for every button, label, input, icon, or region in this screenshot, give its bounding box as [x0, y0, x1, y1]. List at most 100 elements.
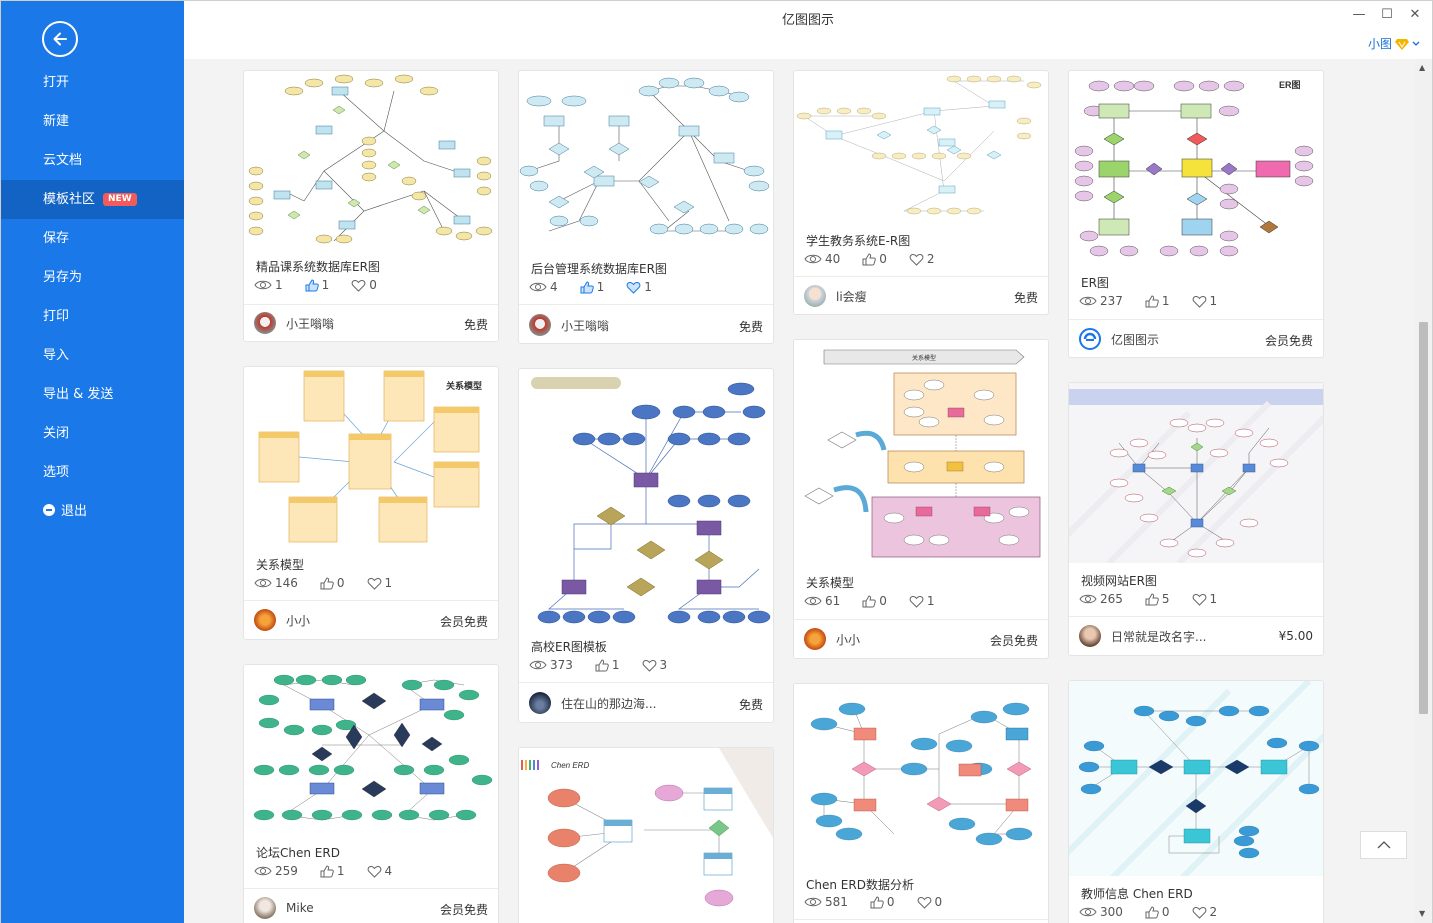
template-stats: 259 1 4: [254, 864, 414, 878]
template-card[interactable]: Chen ERD数据分析 581 0 0: [793, 683, 1049, 923]
like-count: 1: [611, 658, 620, 672]
author[interactable]: 住在山的那边海...: [529, 692, 656, 714]
arrow-left-icon: [53, 32, 67, 46]
card-divider: [244, 888, 498, 889]
template-card[interactable]: 后台管理系统数据库ER图 4 1 1 小王嗡嗡 免费: [518, 70, 774, 344]
template-card[interactable]: 视频网站ER图 265 5 1 日常就是改名字... ¥5.00: [1068, 382, 1324, 656]
sidebar-item-open[interactable]: 打开: [1, 63, 184, 102]
template-thumbnail: ER图: [1069, 71, 1323, 266]
maximize-button[interactable]: ☐: [1381, 7, 1393, 22]
thumbs-up-icon: [862, 252, 877, 265]
fav-count: 0: [934, 895, 943, 909]
eye-icon: [804, 596, 822, 606]
template-thumbnail: Chen ERD: [519, 748, 773, 923]
sidebar-item-new[interactable]: 新建: [1, 102, 184, 141]
chevron-up-icon: [1377, 841, 1390, 849]
thumbs-up-icon: [862, 594, 877, 607]
view-count: 259: [275, 864, 298, 878]
back-to-top-button[interactable]: [1360, 831, 1407, 859]
avatar: [254, 609, 276, 631]
thumbs-up-icon: [305, 278, 319, 291]
author[interactable]: Mike: [254, 897, 314, 919]
template-card[interactable]: 学生教务系统E-R图 40 0 2 li会瘦 免费: [793, 70, 1049, 315]
template-card[interactable]: 关系模型 关系模型 61 0 1: [793, 339, 1049, 659]
back-button[interactable]: [42, 21, 78, 57]
author[interactable]: 小王嗡嗡: [254, 312, 334, 334]
sidebar-item-cloud-docs[interactable]: 云文档: [1, 141, 184, 180]
view-count: 1: [275, 278, 283, 292]
author-name: Mike: [286, 901, 314, 915]
template-title: 后台管理系统数据库ER图: [531, 262, 667, 276]
price-label: 免费: [738, 320, 763, 334]
sidebar-item-label: 另存为: [43, 270, 83, 285]
view-count: 4: [550, 280, 558, 294]
sidebar-item-export-send[interactable]: 导出 & 发送: [1, 375, 184, 414]
view-count: 581: [825, 895, 848, 909]
user-menu[interactable]: 小图: [1368, 35, 1420, 52]
minimize-button[interactable]: —: [1352, 7, 1366, 22]
price-label: 会员免费: [1264, 334, 1313, 348]
template-stats: 373 1 3: [529, 658, 689, 672]
author[interactable]: 亿图图示: [1079, 328, 1159, 350]
author[interactable]: 小小: [254, 609, 310, 631]
template-title: 关系模型: [256, 558, 305, 572]
author[interactable]: li会瘦: [804, 285, 867, 307]
card-divider: [519, 682, 773, 683]
like-count: 0: [886, 895, 895, 909]
author[interactable]: 小小: [804, 628, 860, 650]
template-thumbnail: [244, 71, 498, 251]
fav-count: 0: [369, 278, 377, 292]
heart-icon: [1192, 593, 1206, 606]
sidebar-item-label: 关闭: [43, 426, 70, 441]
author-name: 日常就是改名字...: [1111, 629, 1207, 644]
fav-count: 3: [659, 658, 668, 672]
close-button[interactable]: ✕: [1409, 7, 1421, 22]
thumb-relation-label: 关系模型: [912, 354, 936, 362]
avatar: [804, 285, 826, 307]
eye-icon: [1079, 594, 1097, 604]
sidebar-item-save-as[interactable]: 另存为: [1, 258, 184, 297]
eye-icon: [1079, 907, 1097, 917]
template-thumbnail: [1069, 383, 1323, 563]
sidebar-item-options[interactable]: 选项: [1, 453, 184, 492]
heart-icon: [1192, 295, 1206, 308]
author[interactable]: 小王嗡嗡: [529, 314, 609, 336]
sidebar-item-label: 退出: [61, 504, 88, 519]
eye-icon: [804, 897, 822, 907]
card-divider: [794, 619, 1048, 620]
thumb-er-label: ER图: [1279, 80, 1301, 90]
sidebar-item-save[interactable]: 保存: [1, 219, 184, 258]
vertical-scrollbar[interactable]: ▲ ▼: [1415, 59, 1432, 923]
scroll-up-arrow-icon[interactable]: ▲: [1419, 63, 1426, 72]
thumbs-up-icon: [320, 576, 334, 589]
sidebar-item-import[interactable]: 导入: [1, 336, 184, 375]
template-card[interactable]: 教师信息 Chen ERD 300 0 2: [1068, 680, 1324, 923]
template-card[interactable]: 关系模型 关系模型 146 0 1 小小 会员免费: [243, 366, 499, 640]
like-count: 5: [1161, 592, 1170, 606]
scroll-down-arrow-icon[interactable]: ▼: [1419, 909, 1426, 918]
sidebar-item-close[interactable]: 关闭: [1, 414, 184, 453]
new-badge: NEW: [103, 193, 137, 206]
scrollbar-thumb[interactable]: [1419, 322, 1428, 714]
author[interactable]: 日常就是改名字...: [1079, 625, 1206, 647]
author-name: 小小: [836, 632, 861, 647]
thumbs-up-icon: [580, 280, 594, 293]
template-thumbnail: 关系模型: [244, 367, 498, 547]
like-count: 1: [336, 864, 345, 878]
sidebar-item-print[interactable]: 打印: [1, 297, 184, 336]
template-stats: 1 1 0: [254, 278, 399, 292]
author-name: 小小: [286, 613, 311, 628]
template-card[interactable]: 论坛Chen ERD 259 1 4 Mike 会员免费: [243, 664, 499, 923]
template-card[interactable]: 精品课系统数据库ER图 1 1 0 小王嗡嗡 免费: [243, 70, 499, 342]
avatar: [1079, 625, 1101, 647]
sidebar-item-exit[interactable]: 退出: [1, 492, 184, 531]
eye-icon: [254, 578, 272, 588]
fav-count: 1: [644, 280, 652, 294]
template-card[interactable]: 高校ER图模板 373 1 3 住在山的那边海... 免费: [518, 368, 774, 723]
template-title: 关系模型: [806, 576, 855, 590]
card-divider: [244, 600, 498, 601]
template-stats: 300 0 2: [1079, 905, 1239, 919]
template-card[interactable]: Chen ERD: [518, 747, 774, 923]
template-card[interactable]: ER图 ER图 237 1: [1068, 70, 1324, 358]
